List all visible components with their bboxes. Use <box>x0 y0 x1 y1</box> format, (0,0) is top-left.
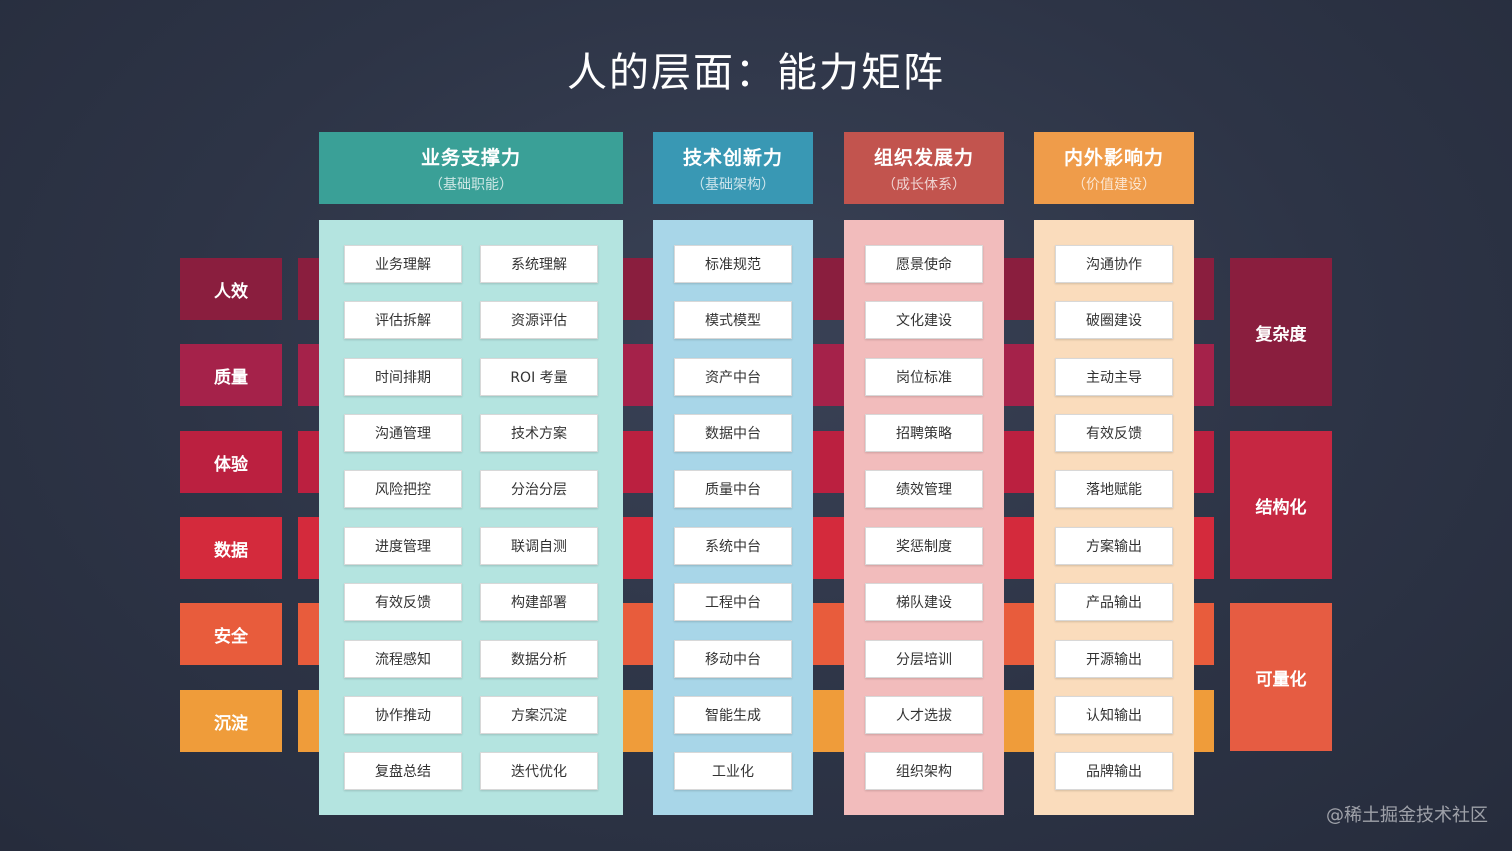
column-header: 业务支撑力 （基础职能） <box>319 132 623 204</box>
capability-item: 沟通管理 <box>344 414 462 452</box>
capability-item: 产品输出 <box>1055 583 1173 621</box>
capability-item: 招聘策略 <box>865 414 983 452</box>
capability-item: 愿景使命 <box>865 245 983 283</box>
capability-item: 工业化 <box>674 752 792 790</box>
capability-item: 系统理解 <box>480 245 598 283</box>
capability-item: 业务理解 <box>344 245 462 283</box>
capability-item: 资源评估 <box>480 301 598 339</box>
capability-item: 开源输出 <box>1055 640 1173 678</box>
page-title: 人的层面：能力矩阵 <box>567 50 945 96</box>
capability-item: 技术方案 <box>480 414 598 452</box>
dimension-label: 可量化 <box>1230 603 1332 751</box>
row-label: 安全 <box>180 603 282 665</box>
capability-item: 品牌输出 <box>1055 752 1173 790</box>
capability-item: 数据中台 <box>674 414 792 452</box>
row-label: 质量 <box>180 344 282 406</box>
capability-item: 评估拆解 <box>344 301 462 339</box>
capability-item: 人才选拔 <box>865 696 983 734</box>
capability-item: 分层培训 <box>865 640 983 678</box>
capability-item: 认知输出 <box>1055 696 1173 734</box>
capability-item: 有效反馈 <box>344 583 462 621</box>
capability-item: 迭代优化 <box>480 752 598 790</box>
capability-item: 工程中台 <box>674 583 792 621</box>
column-header: 技术创新力 （基础架构） <box>653 132 813 204</box>
capability-item: 落地赋能 <box>1055 470 1173 508</box>
capability-item: 移动中台 <box>674 640 792 678</box>
column-title: 业务支撑力 <box>420 146 521 169</box>
dimension-label: 复杂度 <box>1230 258 1332 406</box>
row-label: 沉淀 <box>180 690 282 752</box>
capability-item: 联调自测 <box>480 527 598 565</box>
capability-item: 流程感知 <box>344 640 462 678</box>
capability-item: 主动主导 <box>1055 358 1173 396</box>
capability-item: 模式模型 <box>674 301 792 339</box>
capability-item: 进度管理 <box>344 527 462 565</box>
capability-item: 沟通协作 <box>1055 245 1173 283</box>
watermark: @稀土掘金技术社区 <box>1326 805 1488 826</box>
capability-item: 数据分析 <box>480 640 598 678</box>
column-subtitle: （价值建设） <box>1072 176 1156 193</box>
capability-item: ROI 考量 <box>480 358 598 396</box>
capability-item: 方案输出 <box>1055 527 1173 565</box>
capability-item: 时间排期 <box>344 358 462 396</box>
capability-item: 奖惩制度 <box>865 527 983 565</box>
column-subtitle: （成长体系） <box>882 176 966 193</box>
capability-item: 系统中台 <box>674 527 792 565</box>
column-title: 技术创新力 <box>682 146 783 169</box>
capability-item: 绩效管理 <box>865 470 983 508</box>
capability-item: 组织架构 <box>865 752 983 790</box>
row-label: 人效 <box>180 258 282 320</box>
capability-item: 方案沉淀 <box>480 696 598 734</box>
row-label: 体验 <box>180 431 282 493</box>
dimension-label: 结构化 <box>1230 431 1332 579</box>
capability-item: 分治分层 <box>480 470 598 508</box>
column-header: 组织发展力 （成长体系） <box>844 132 1004 204</box>
capability-item: 智能生成 <box>674 696 792 734</box>
capability-item: 风险把控 <box>344 470 462 508</box>
capability-item: 标准规范 <box>674 245 792 283</box>
capability-item: 岗位标准 <box>865 358 983 396</box>
column-subtitle: （基础职能） <box>429 176 513 193</box>
capability-item: 破圈建设 <box>1055 301 1173 339</box>
capability-item: 文化建设 <box>865 301 983 339</box>
capability-item: 质量中台 <box>674 470 792 508</box>
capability-item: 有效反馈 <box>1055 414 1173 452</box>
row-label: 数据 <box>180 517 282 579</box>
capability-item: 资产中台 <box>674 358 792 396</box>
capability-item: 协作推动 <box>344 696 462 734</box>
column-subtitle: （基础架构） <box>691 176 775 193</box>
capability-item: 复盘总结 <box>344 752 462 790</box>
capability-item: 构建部署 <box>480 583 598 621</box>
capability-item: 梯队建设 <box>865 583 983 621</box>
column-title: 组织发展力 <box>873 146 974 169</box>
column-title: 内外影响力 <box>1063 146 1164 169</box>
column-header: 内外影响力 （价值建设） <box>1034 132 1194 204</box>
